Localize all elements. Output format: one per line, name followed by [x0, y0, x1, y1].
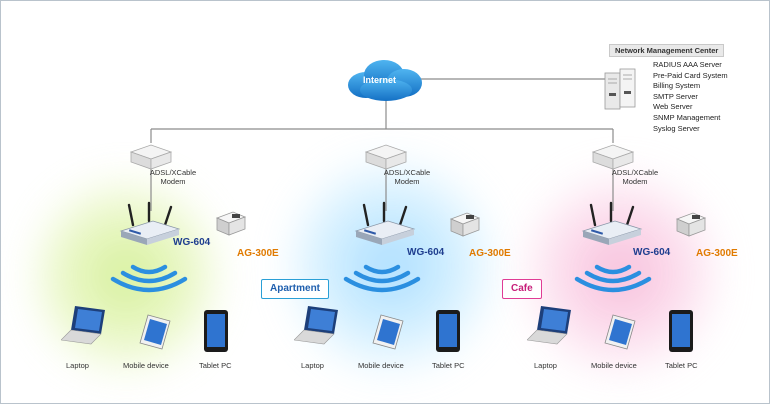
modem-icon: [591, 144, 635, 170]
internet-cloud-icon: [348, 60, 422, 101]
nmc-item: Pre-Paid Card System: [653, 70, 728, 80]
tablet-icon: [204, 310, 228, 352]
device-label-tablet: Tablet PC: [432, 361, 465, 370]
gateway-label: WG-604: [173, 237, 211, 248]
device-label-mobile: Mobile device: [123, 361, 169, 370]
location-tag-cafe: Cafe: [502, 279, 542, 299]
wireless-gateway-icon: [354, 201, 416, 245]
device-label-mobile: Mobile device: [358, 361, 404, 370]
modem-label: ADSL/XCable Modem: [383, 168, 431, 186]
nmc-item: SMTP Server: [653, 91, 698, 101]
ticket-printer-icon: [449, 212, 481, 237]
modem-icon: [129, 144, 173, 170]
laptop-icon: [294, 306, 338, 345]
device-label-laptop: Laptop: [534, 361, 557, 370]
wifi-signal-icon: [574, 264, 652, 293]
tablet-icon: [436, 310, 460, 352]
mobile-device-icon: [139, 314, 171, 350]
ticket-printer-icon: [675, 212, 707, 237]
location-tag-apartment: Apartment: [261, 279, 330, 299]
gateway-label: WG-604: [407, 247, 445, 258]
mobile-device-icon: [372, 314, 404, 350]
nmc-item: SNMP Management: [653, 112, 721, 122]
wireless-gateway-icon: [581, 201, 643, 245]
printer-label: AG-300E: [696, 248, 738, 259]
wifi-signal-icon: [110, 264, 188, 293]
nmc-service-list: RADIUS AAA Server Pre-Paid Card System B…: [653, 60, 728, 134]
modem-icon: [364, 144, 408, 170]
internet-label: Internet: [363, 75, 397, 85]
device-label-laptop: Laptop: [66, 361, 89, 370]
device-label-tablet: Tablet PC: [199, 361, 232, 370]
device-label-mobile: Mobile device: [591, 361, 637, 370]
wifi-signal-icon: [343, 264, 421, 293]
printer-label: AG-300E: [237, 248, 279, 259]
device-label-tablet: Tablet PC: [665, 361, 698, 370]
nmc-item: RADIUS AAA Server: [653, 60, 722, 69]
nmc-title: Network Management Center: [609, 44, 725, 57]
wireless-gateway-icon: [119, 201, 181, 245]
modem-label: ADSL/XCable Modem: [611, 168, 659, 186]
nmc-item: Billing System: [653, 81, 701, 91]
nmc-item: Syslog Server: [653, 123, 700, 133]
device-label-laptop: Laptop: [301, 361, 324, 370]
mobile-device-icon: [604, 314, 636, 350]
ticket-printer-icon: [215, 211, 247, 236]
gateway-label: WG-604: [633, 247, 671, 258]
laptop-icon: [527, 306, 571, 345]
server-rack-icon: [604, 68, 636, 110]
laptop-icon: [61, 306, 105, 345]
nmc-item: Web Server: [653, 102, 693, 112]
printer-label: AG-300E: [469, 248, 511, 259]
modem-label: ADSL/XCable Modem: [149, 168, 197, 186]
tablet-icon: [669, 310, 693, 352]
